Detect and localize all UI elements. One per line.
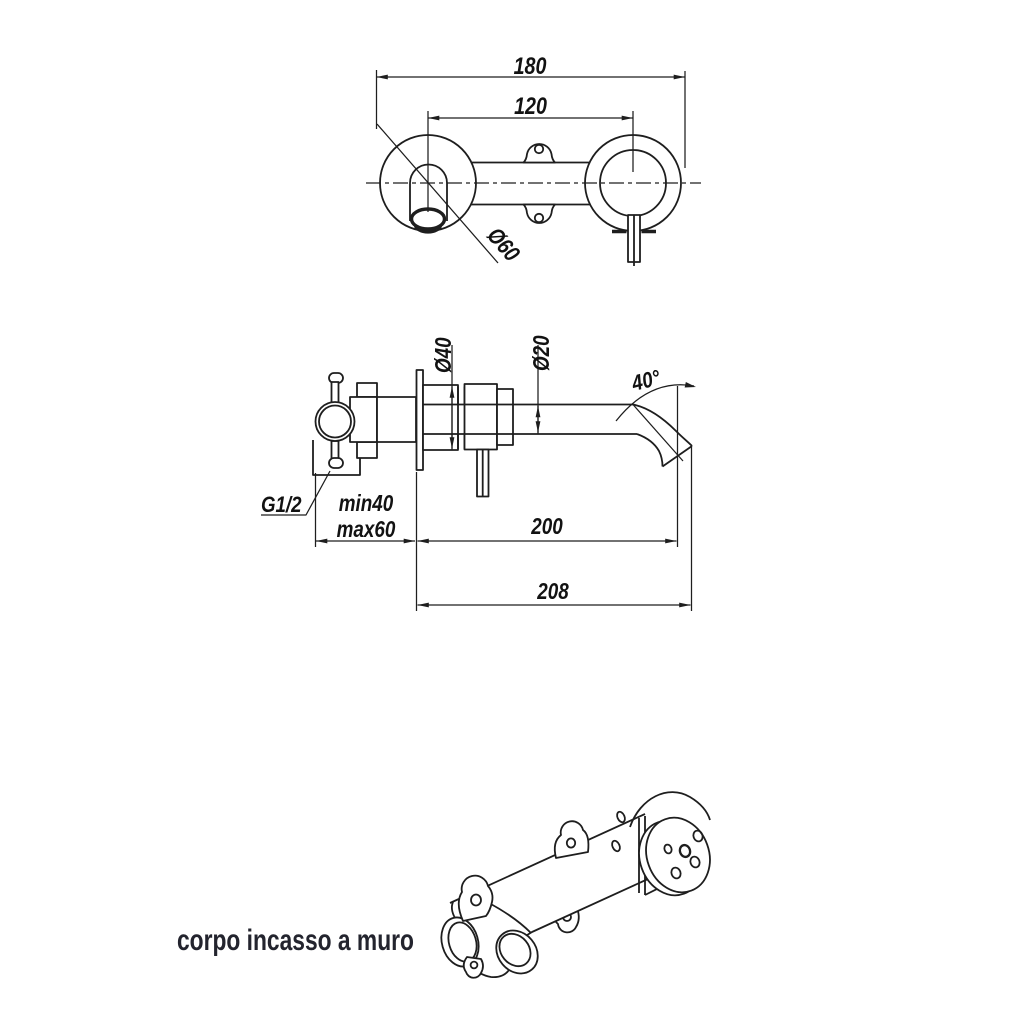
front-view: 180 120 Ø60 xyxy=(366,52,701,267)
spout-bend-upper xyxy=(632,403,693,447)
iso-tab-upper xyxy=(553,820,590,859)
iso-tee-neck xyxy=(450,901,456,919)
iso-clamp-tab-hole xyxy=(469,960,479,970)
dim-center-distance: 120 xyxy=(514,92,547,119)
extension-lines-side xyxy=(314,386,693,611)
iso-tab-left xyxy=(457,874,494,922)
valve-cartridge xyxy=(376,396,417,443)
iso-tab-left-hole xyxy=(470,893,482,907)
mounting-bracket xyxy=(312,440,361,476)
mounting-hole-bottom xyxy=(533,212,545,224)
iso-clamp-tab xyxy=(462,956,484,979)
iso-flange-hole-2 xyxy=(689,855,701,869)
diameter-leader-line xyxy=(376,123,499,264)
iso-flange-hole-3 xyxy=(670,866,682,880)
isometric-view xyxy=(440,791,711,979)
dim-spout-angle: 40° xyxy=(629,366,664,396)
mounting-hole-top xyxy=(533,143,545,155)
caption-corpo-incasso: corpo incasso a muro xyxy=(177,924,414,957)
dim-overall-width: 180 xyxy=(514,52,547,79)
iso-peg-2 xyxy=(611,839,621,853)
wall-plate xyxy=(415,369,424,471)
dim-rosette-diameter: Ø60 xyxy=(482,223,525,267)
spout-tube xyxy=(513,403,637,435)
dim-overall-projection: 208 xyxy=(536,579,569,604)
dim-spout-reach: 200 xyxy=(530,514,563,539)
dim-recess-depth-max: max60 xyxy=(337,517,396,542)
spout-flange xyxy=(422,384,459,451)
inlet-stub-bottom-cap xyxy=(328,457,344,469)
water-channel-lines xyxy=(423,403,513,435)
dim-spout-diameter: Ø20 xyxy=(529,335,554,371)
spout-collar xyxy=(496,388,514,446)
dim-recess-depth-min: min40 xyxy=(339,491,394,516)
iso-flange-face xyxy=(645,816,711,894)
iso-flange-hole-4 xyxy=(663,843,673,855)
inlet-stub-top xyxy=(330,381,340,404)
iso-tube-fill xyxy=(450,814,660,956)
angle-arc-arrow xyxy=(684,381,696,388)
valve-port-outer xyxy=(314,401,356,442)
side-view: Ø40 Ø20 40° G1/2 min40 max60 200 208 xyxy=(261,335,696,611)
spout-outlet-lip xyxy=(413,224,443,234)
valve-port-inner xyxy=(318,404,352,439)
spout-bend-lower xyxy=(636,433,664,467)
body-step-bottom xyxy=(356,441,378,459)
iso-peg-1 xyxy=(616,810,626,824)
spout-base xyxy=(463,383,498,451)
dim-flange-diameter: Ø40 xyxy=(431,337,456,373)
iso-flange-center-hole xyxy=(678,843,692,859)
dim-inlet-thread: G1/2 xyxy=(261,494,302,518)
iso-tee-upper-contour xyxy=(488,902,532,934)
extension-lines-front xyxy=(375,70,686,212)
flange-groove xyxy=(457,386,466,449)
iso-tab-upper-hole xyxy=(565,837,577,849)
iso-inlet-port-right-inner xyxy=(498,932,532,968)
inlet-stub-bottom xyxy=(330,440,340,460)
iso-flange-hole-1 xyxy=(692,829,704,843)
body-step-top xyxy=(356,382,378,398)
thread-leader xyxy=(261,470,331,516)
angle-chord-line xyxy=(632,404,684,462)
